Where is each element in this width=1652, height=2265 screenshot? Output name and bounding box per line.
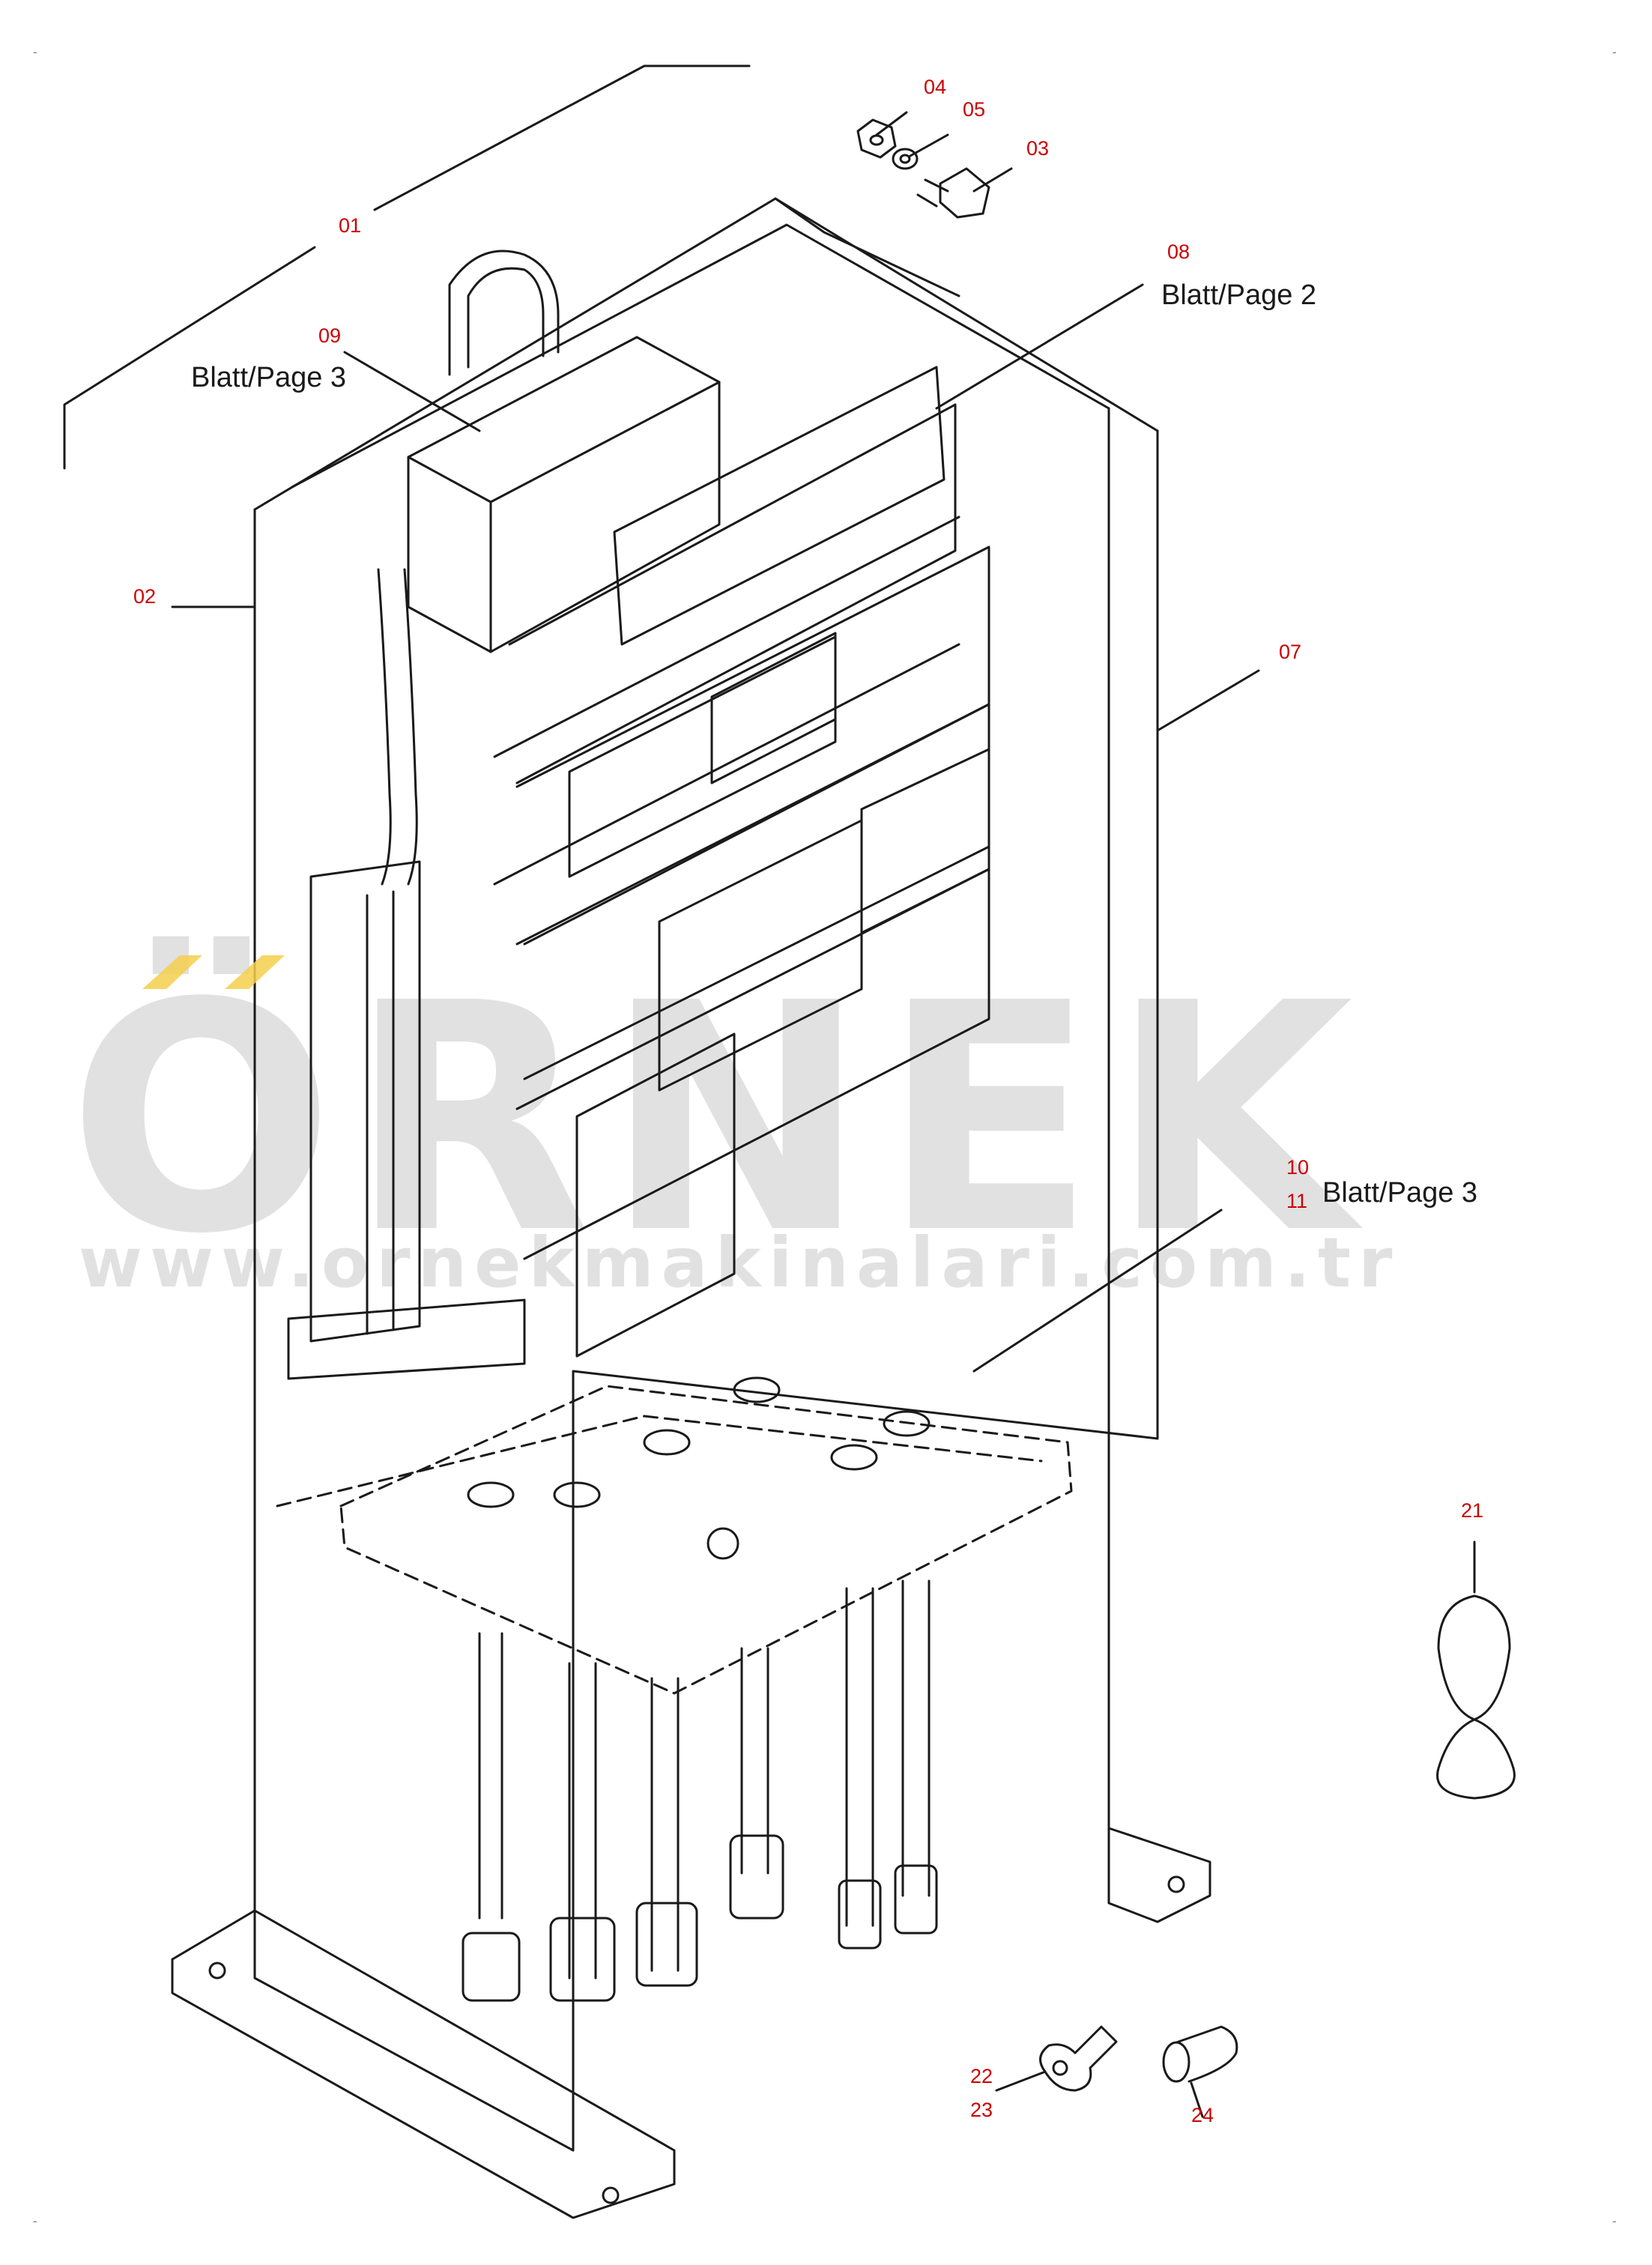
leader-09 [343,351,481,432]
leader-24 [1190,2081,1204,2118]
conduit-fittings [462,1834,938,2002]
leader-07 [1156,669,1260,732]
callout-10: 10 [1286,1156,1310,1179]
transformer-block [407,336,721,653]
callout-02: 02 [133,585,157,608]
callout-09: 09 [318,324,342,347]
crop-mark: - [31,2214,39,2228]
callout-21: 21 [1461,1499,1484,1522]
leader-08 [935,283,1144,410]
crop-mark: - [1611,2214,1618,2228]
conduits [478,1579,931,1980]
callout-04: 04 [924,76,947,98]
crop-mark: - [1611,45,1618,59]
cabinet-base-feet [171,1827,1211,2219]
callout-05: 05 [963,98,986,121]
page-reference-09: Blatt/Page 3 [191,362,347,393]
leader-10 [972,1209,1223,1373]
hardware-03-04-05 [856,118,990,219]
leader-04 [875,111,908,136]
leader-05 [909,133,949,157]
callout-22: 22 [970,2065,993,2087]
lifting-handle [448,250,560,376]
watermark-word: ÖRNEK [67,937,1367,1303]
ring-terminal-22-23 [1039,2025,1118,2092]
cable-duct [287,860,526,1380]
watermark-url: www.ornekmakinalari.com.tr [79,1223,1400,1303]
page-reference-10-11: Blatt/Page 3 [1322,1177,1478,1209]
cabinet-back-panel [291,223,1110,1845]
callout-03: 03 [1026,137,1050,160]
callout-11: 11 [1286,1190,1308,1212]
callout-23: 23 [970,2099,993,2121]
cable-tie-21 [1436,1594,1516,1800]
gland-plate [276,1385,1073,1695]
callout-01: 01 [339,214,362,237]
callout-07: 07 [1279,641,1302,663]
crop-mark: - [31,45,39,59]
leader-01 [63,64,751,470]
watermark-accent [142,955,285,989]
terminal-blocks [568,632,990,1358]
leader-22 [995,2070,1047,2092]
callout-24: 24 [1191,2104,1214,2126]
callout-08: 08 [1167,241,1190,263]
leader-03 [972,167,1013,193]
cable-glands [467,1376,931,1508]
page-reference-08: Blatt/Page 2 [1161,279,1317,311]
sleeve-24 [1162,2025,1238,2083]
cabinet-front-frame [253,197,1159,2152]
wiring-harness [377,568,418,886]
mounting-rails [493,366,990,1260]
